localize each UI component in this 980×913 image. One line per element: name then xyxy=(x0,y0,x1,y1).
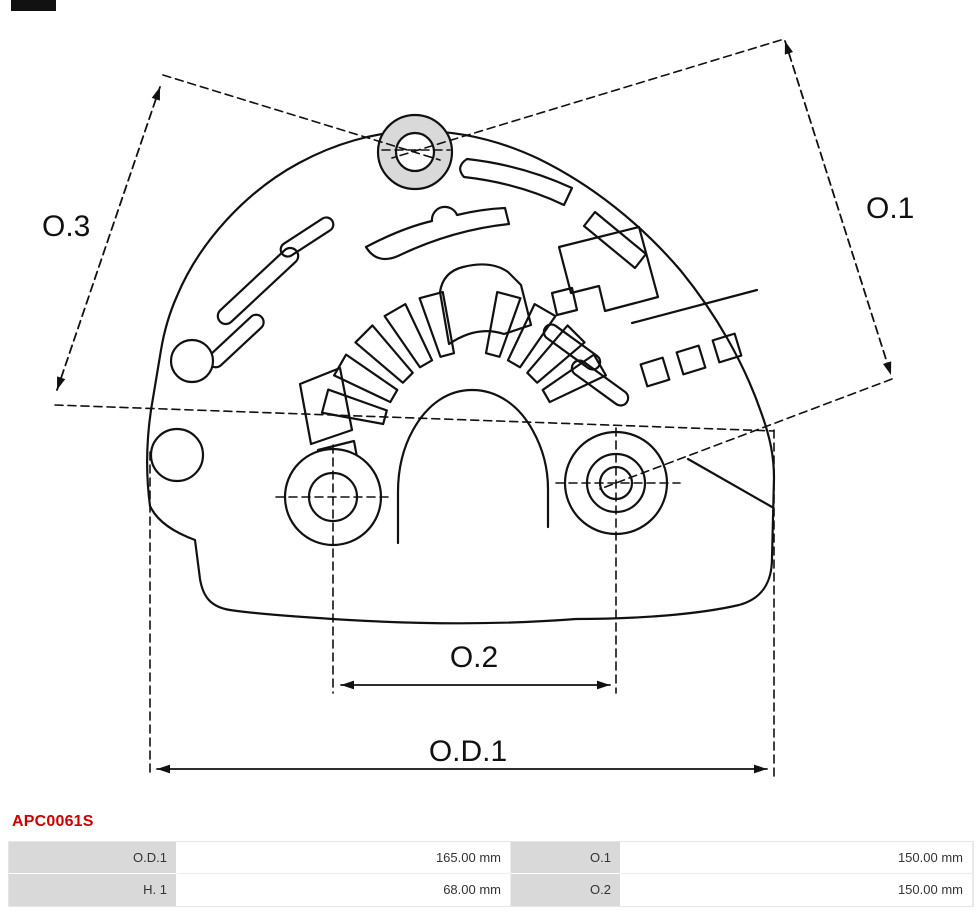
vent-slots-mid-right xyxy=(542,323,630,407)
vent-slots-top-right xyxy=(459,157,648,270)
vent-slots-upper-left xyxy=(207,216,335,369)
top-left-marker xyxy=(11,0,56,11)
cap-chamfer-edge xyxy=(686,457,774,509)
keyhole-cutout xyxy=(438,263,533,346)
spec-value-h1: 68.00 mm xyxy=(177,874,511,906)
dimension-o3-label: O.3 xyxy=(42,210,90,243)
spec-value-od1: 165.00 mm xyxy=(177,842,511,874)
extension-lines xyxy=(54,39,893,777)
spec-value-o1: 150.00 mm xyxy=(621,842,973,874)
spec-label-h1: H. 1 xyxy=(9,874,177,906)
lower-left-boss xyxy=(149,427,205,483)
spec-label-o2: O.2 xyxy=(511,874,621,906)
dimension-o1: O.1 xyxy=(784,40,914,376)
spec-table: O.D.1 165.00 mm O.1 150.00 mm H. 1 68.00… xyxy=(8,841,974,907)
spec-value-o2: 150.00 mm xyxy=(621,874,973,906)
center-arch xyxy=(396,388,550,545)
spec-label-o1: O.1 xyxy=(511,842,621,874)
vent-slot-top-center xyxy=(364,205,511,261)
left-side-hole xyxy=(169,338,215,384)
connector-cutout xyxy=(550,225,660,317)
dimension-o2-label: O.2 xyxy=(450,641,498,674)
dimension-o2: O.2 xyxy=(340,641,611,690)
dimension-o3: O.3 xyxy=(42,86,161,391)
radial-fan-slots xyxy=(320,290,608,426)
dimension-od1-label: O.D.1 xyxy=(429,735,507,768)
spec-label-od1: O.D.1 xyxy=(9,842,177,874)
technical-drawing: O.3 O.1 O.2 O.D.1 xyxy=(42,39,914,777)
square-vents xyxy=(630,288,759,388)
cap-main-outline xyxy=(146,129,776,625)
dimension-od1: O.D.1 xyxy=(156,735,768,774)
dimension-o1-label: O.1 xyxy=(866,192,914,225)
part-number[interactable]: APC0061S xyxy=(12,813,94,830)
